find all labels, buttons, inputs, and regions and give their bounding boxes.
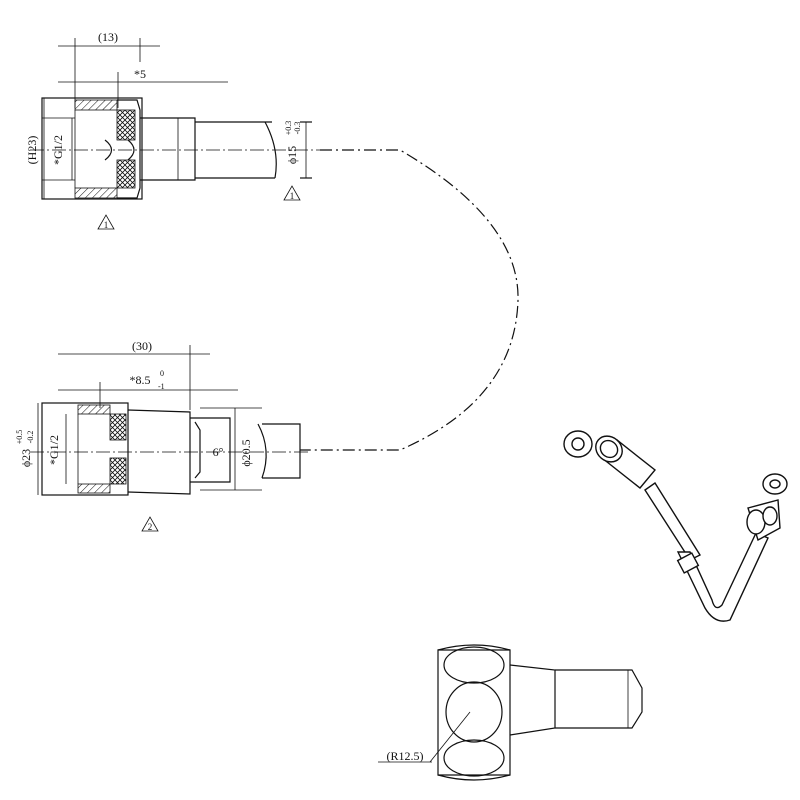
sleeve <box>140 117 196 181</box>
leader-r125 <box>429 711 471 763</box>
elbow-3d-face <box>762 506 778 526</box>
hose-break <box>257 423 267 479</box>
dim-r125-label: (R12.5) <box>387 749 424 763</box>
nut-hatch-bottom <box>74 187 118 199</box>
dim-85-label: *8.5 <box>130 373 151 387</box>
marker-triangle <box>97 214 115 230</box>
fitting-2: (30) *8.5 0 -1 ϕ23 +0.5 -0.2 *G1/2 6° ϕ2… <box>15 339 310 532</box>
hose-centerline <box>300 149 519 451</box>
sleeve <box>127 409 191 495</box>
marker-triangle <box>141 516 159 532</box>
elbow-sleeve <box>509 664 556 736</box>
dim-85-tol-lower: -1 <box>158 382 165 391</box>
hose-segment <box>644 482 702 561</box>
nut-outline <box>41 97 143 200</box>
nut-3d-bore <box>599 439 619 459</box>
washer-right-hole <box>769 479 781 489</box>
elbow-detail: (R12.5) <box>378 644 643 781</box>
dim-13-label: (13) <box>98 30 118 44</box>
gasket-top <box>116 109 136 141</box>
washer-left-hole <box>571 437 585 451</box>
dim-5-label: *5 <box>134 67 146 81</box>
dim-85-tol-upper: 0 <box>160 369 164 378</box>
hose-3d-view <box>563 430 788 622</box>
fitting-1: (13) *5 (H23) *G1/2 ϕ15 +0.3 - <box>25 30 330 230</box>
tip-marker-label: 1 <box>290 191 295 201</box>
elbow-shaft <box>555 669 643 729</box>
insert-taper <box>194 421 201 479</box>
gasket-bottom <box>109 457 127 485</box>
seal-curve <box>104 139 113 161</box>
dim-30-label: (30) <box>132 339 152 353</box>
elbow-top-curve <box>437 644 511 651</box>
dim-phi23-label: ϕ23 <box>19 449 33 467</box>
dim-phi23-tol-lower: -0.2 <box>26 431 35 444</box>
hose-ferrule <box>676 552 700 574</box>
hose-tube <box>262 423 301 479</box>
insert <box>190 417 231 483</box>
elbow-face-bottom <box>443 739 505 777</box>
nut-right-profile <box>117 99 141 199</box>
gasket-bottom <box>116 159 136 189</box>
elbow-bottom-curve <box>437 774 511 781</box>
dim-g12-label: *G1/2 <box>47 435 61 465</box>
elbow-3d-face <box>746 509 766 535</box>
dim-phi23-tol-upper: +0.5 <box>15 430 24 445</box>
dim-phi205-label: ϕ20.5 <box>239 439 253 466</box>
marker-label: 1 <box>104 220 109 230</box>
tip-marker-triangle <box>283 185 301 201</box>
elbow-face-top <box>443 646 505 684</box>
gasket-top <box>109 413 127 441</box>
nut-hatch-top <box>77 404 111 415</box>
dim-phi15-tol-upper: +0.3 <box>284 121 293 136</box>
dim-phi15-label: ϕ15 <box>285 146 299 164</box>
hose-tube <box>195 121 275 179</box>
dim-phi15-tol-lower: -0.3 <box>293 122 302 135</box>
marker-label: 2 <box>148 522 153 532</box>
elbow-face-mid <box>445 681 503 743</box>
nut-hatch-top <box>74 99 118 111</box>
seal-curve <box>127 139 135 161</box>
elbow-block <box>437 649 511 776</box>
nut-hatch-bottom <box>77 483 111 494</box>
